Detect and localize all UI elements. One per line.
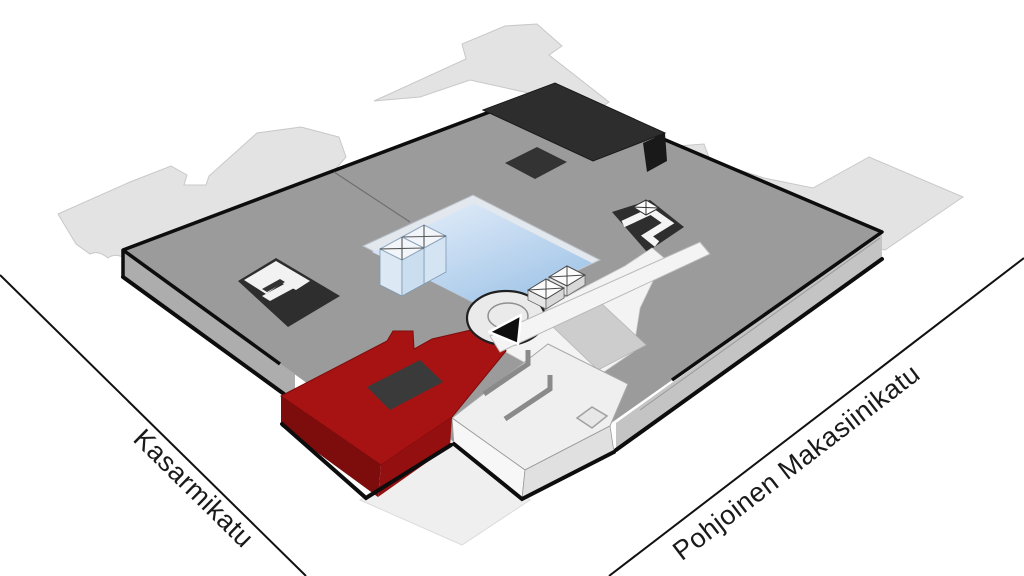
skylight-x-icon — [379, 237, 425, 260]
rooftop-dark-volume — [481, 82, 667, 172]
skylight-boxes-southeast — [526, 265, 587, 310]
roof-bevel-line — [639, 237, 881, 411]
skylight-cubes-northwest — [378, 224, 448, 297]
roof-seam-line — [333, 171, 411, 223]
low-white-building — [451, 343, 629, 502]
roof-groove — [482, 350, 531, 397]
street-line-kasarmikatu — [0, 274, 307, 576]
roof-stair-symbol-right — [612, 199, 684, 252]
red-roof-dark-patch — [367, 360, 443, 410]
roof-stair-symbol-left — [238, 258, 340, 327]
stair-symbol-white-path — [621, 206, 675, 247]
entrance-arrow-icon — [487, 313, 523, 346]
skylight-x-icon — [548, 266, 586, 286]
ground-shadow-right — [614, 257, 884, 452]
main-block-front-left-edge — [121, 248, 282, 366]
roof-groove — [503, 375, 553, 422]
roof-access-x-icon — [632, 200, 660, 215]
stair-symbol-white-run — [262, 282, 296, 301]
roof-notch — [575, 406, 609, 429]
ground-shadow-white-building — [452, 442, 616, 502]
main-block-face-right — [616, 232, 882, 451]
main-block-face-left — [123, 250, 295, 402]
ground-shadow-red-building — [280, 422, 453, 501]
stair-symbol-dark-pad — [612, 200, 684, 252]
dark-volume-face — [643, 133, 667, 172]
stair-symbol-dark-bar — [262, 279, 285, 292]
skylight-x-icon — [527, 279, 565, 299]
skylight-x-icon — [401, 225, 447, 248]
roof-hatch-patch — [505, 147, 567, 179]
red-building-face-left — [281, 396, 381, 497]
highlighted-red-building — [280, 323, 507, 501]
street-line-pohjoinen — [608, 257, 1024, 576]
ground-shadow-left — [121, 275, 286, 396]
walkway-bridge — [489, 241, 711, 353]
